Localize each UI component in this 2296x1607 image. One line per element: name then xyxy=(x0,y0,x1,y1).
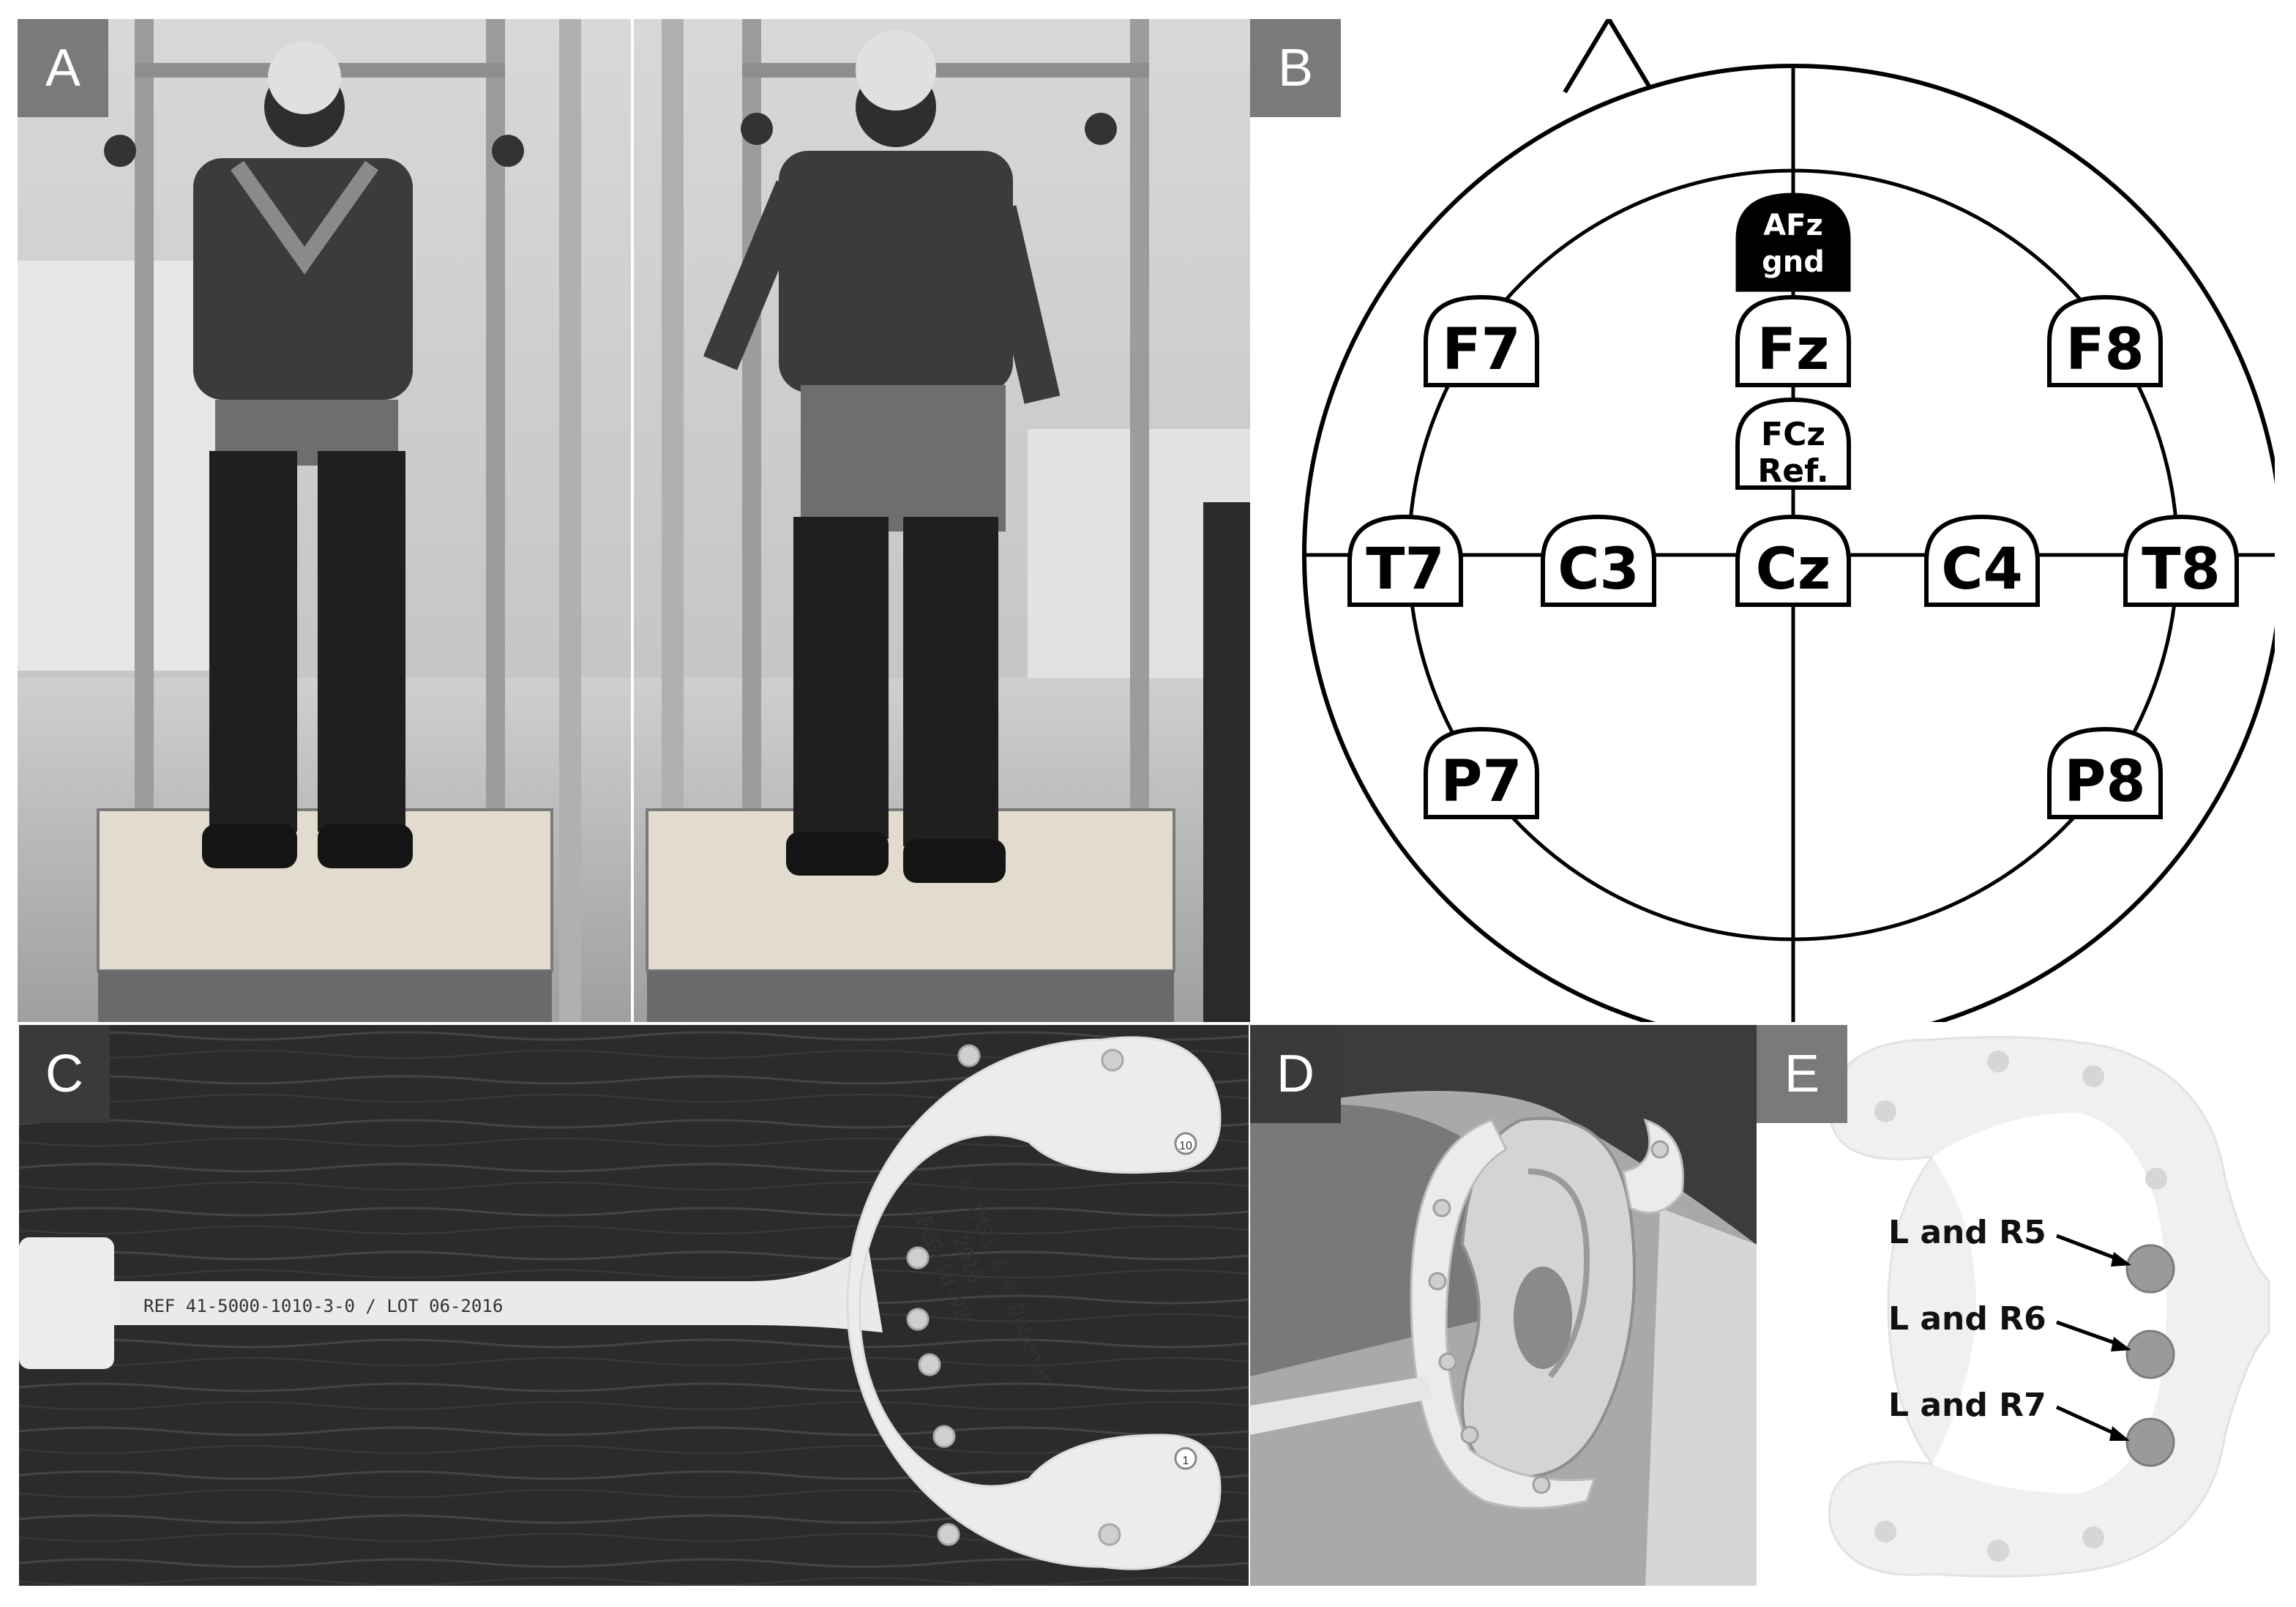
electrode-label-ref: Ref. xyxy=(1757,452,1828,490)
electrode-label-afz: AFz xyxy=(1763,209,1823,242)
electrode-label-t8: T8 xyxy=(2142,537,2220,603)
electrode-label-cz: Cz xyxy=(1756,537,1831,603)
panel-b-electrode-map: AFz gnd Fz FCz Ref. F7 F8 T7 xyxy=(1250,19,2275,1022)
panel-a-scene xyxy=(18,19,1250,1022)
electrode-r5 xyxy=(2125,1244,2175,1294)
electrode-label-t7: T7 xyxy=(1366,537,1444,603)
electrode-r7 xyxy=(2125,1417,2175,1467)
electrode-p8: P8 xyxy=(2047,726,2163,819)
panel-b-tag: B xyxy=(1250,19,1341,117)
ceegrid-strip-d xyxy=(1250,1376,1433,1435)
electrode-cz: Cz xyxy=(1735,514,1851,607)
electrode-number-bottom: 1 xyxy=(1183,1455,1189,1467)
electrode-label-fz: Fz xyxy=(1757,317,1830,383)
hair xyxy=(1250,1025,1757,1245)
label-l-and-r5: L and R5 xyxy=(1888,1214,2046,1251)
electrode-label-p7: P7 xyxy=(1440,749,1522,815)
electrode-number-top: 10 xyxy=(1179,1140,1192,1152)
panel-e-tag: E xyxy=(1757,1025,1847,1123)
ceegrid-connector xyxy=(19,1237,114,1369)
photo-standing xyxy=(18,19,631,1022)
electrode-afz-gnd: AFz gnd xyxy=(1735,193,1851,292)
ceegrid-electrodes xyxy=(906,1044,1124,1546)
electrode-p7: P7 xyxy=(1424,726,1539,819)
electrode-label-c4: C4 xyxy=(1941,537,2023,603)
electrode-c3: C3 xyxy=(1541,514,1656,607)
head-diagram: AFz gnd Fz FCz Ref. F7 F8 T7 xyxy=(1302,19,2275,1022)
electrode-label-f7: F7 xyxy=(1442,317,1521,383)
label-l-and-r7: L and R7 xyxy=(1888,1387,2046,1424)
panel-a-photo: A xyxy=(18,19,1250,1022)
electrode-f7: F7 xyxy=(1424,294,1539,387)
electrode-fcz-ref: FCz Ref. xyxy=(1735,397,1851,490)
label-l-and-r6: L and R6 xyxy=(1888,1300,2046,1338)
ceegrid-strip xyxy=(114,1245,883,1332)
panel-d-tag: D xyxy=(1250,1025,1341,1123)
nose-marker xyxy=(1563,19,1655,94)
panel-d-ear-photo: D xyxy=(1250,1025,1757,1586)
electrode-c4: C4 xyxy=(1924,514,2040,607)
ref-lot-print: REF 41-5000-1010-3-0 / LOT 06-2016 xyxy=(143,1296,503,1316)
panel-a-tag: A xyxy=(18,19,108,117)
electrode-t7: T7 xyxy=(1347,514,1463,607)
electrode-f8: F8 xyxy=(2047,294,2163,387)
ceegrid-c-shape xyxy=(846,1036,1222,1570)
electrode-label-f8: F8 xyxy=(2065,317,2144,383)
electrode-fz: Fz xyxy=(1735,294,1851,387)
electrode-r6 xyxy=(2125,1330,2175,1379)
panel-c-tag: C xyxy=(19,1025,110,1123)
electrode-label-c3: C3 xyxy=(1558,537,1639,603)
ceegrid-board: REF 41-5000-1010-3-0 / LOT 06-2016 10 1 … xyxy=(19,1025,1249,1586)
photo-jumping xyxy=(634,19,1250,1022)
ceegrid-on-ear xyxy=(1410,1119,1596,1510)
electrode-label-fcz: FCz xyxy=(1761,416,1825,453)
panel-c-ceegrid-photo: REF 41-5000-1010-3-0 / LOT 06-2016 10 1 … xyxy=(19,1025,1249,1586)
electrode-label-gnd: gnd xyxy=(1762,245,1825,279)
panel-e-electrode-labels: L and R5 L and R6 L and R7 E xyxy=(1757,1025,2276,1586)
electrode-label-p8: P8 xyxy=(2064,749,2145,815)
ceegrid-diagram: L and R5 L and R6 L and R7 xyxy=(1828,1036,2270,1578)
electrode-t8: T8 xyxy=(2123,514,2239,607)
